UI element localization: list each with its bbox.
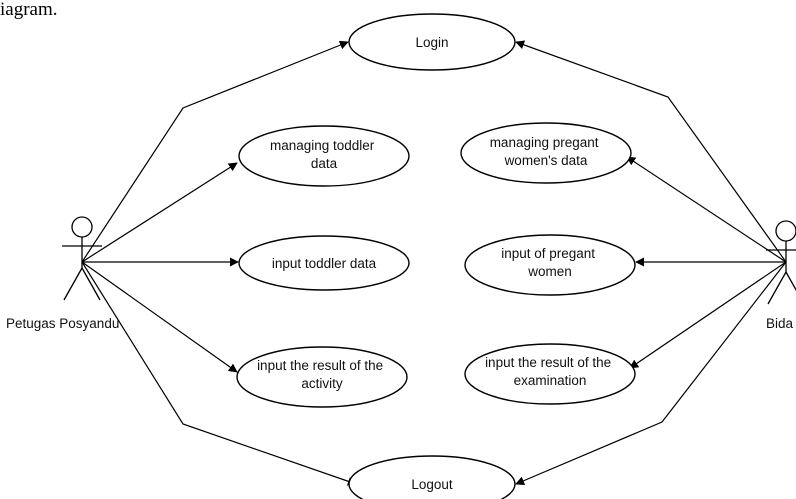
actor-right-leg xyxy=(81,267,101,301)
use-case-line: managing pregant xyxy=(490,135,599,150)
left-actor-edges xyxy=(81,40,357,486)
edge-right-logout xyxy=(515,261,787,485)
use-case-ellipse xyxy=(464,343,636,405)
use-case-label: input of pregant women xyxy=(501,246,599,279)
use-case-line: activity xyxy=(301,376,343,391)
edge-right-managing-pregnant xyxy=(626,156,787,263)
use-case-label: input the result of the examination xyxy=(485,355,615,388)
use-case-ellipse xyxy=(348,13,516,71)
use-case-line: women xyxy=(527,264,572,279)
use-case-ellipse xyxy=(236,346,408,408)
edge-left-logout xyxy=(81,261,357,486)
use-case-input-examination-result: input the result of the examination xyxy=(464,343,636,405)
actor-petugas-posyandu: Petugas Posyandu xyxy=(6,216,119,331)
actor-head xyxy=(71,216,93,238)
use-case-managing-toddler-data: managing toddler data xyxy=(238,125,410,187)
use-case-line: data xyxy=(311,156,338,171)
use-case-label: Logout xyxy=(411,477,453,492)
use-case-managing-pregnant-data: managing pregant women's data xyxy=(460,122,632,184)
use-case-line: Login xyxy=(415,35,448,50)
use-case-input-pregnant-women: input of pregant women xyxy=(464,234,636,296)
use-case-input-toddler-data: input toddler data xyxy=(238,235,410,291)
use-case-login: Login xyxy=(348,13,516,71)
use-case-line: managing toddler xyxy=(270,138,375,153)
use-case-line: input the result of the xyxy=(485,355,611,370)
edge-left-login xyxy=(81,40,349,263)
actor-label-bida: Bida xyxy=(766,316,794,331)
use-case-line: Logout xyxy=(411,477,453,492)
use-case-ellipse xyxy=(460,122,632,184)
edge-left-managing-toddler xyxy=(81,162,238,263)
use-case-input-activity-result: input the result of the activity xyxy=(236,346,408,408)
edge-right-examination xyxy=(629,261,787,369)
use-case-label: input toddler data xyxy=(272,256,377,271)
use-case-label: managing pregant women's data xyxy=(490,135,603,168)
right-actor-edges xyxy=(515,40,787,485)
actor-head xyxy=(775,220,796,242)
use-case-line: input of pregant xyxy=(501,246,595,261)
use-case-ellipse xyxy=(238,235,410,291)
use-case-line: input toddler data xyxy=(272,256,377,271)
edge-right-login xyxy=(515,40,787,263)
use-case-ellipse xyxy=(348,455,516,499)
actor-left-leg xyxy=(63,267,83,301)
actor-label-petugas: Petugas Posyandu xyxy=(6,316,119,331)
use-case-label: Login xyxy=(415,35,448,50)
use-case-line: examination xyxy=(514,373,587,388)
actor-left-leg xyxy=(767,271,787,305)
edge-left-activity xyxy=(81,261,238,373)
actor-right-leg xyxy=(785,271,796,292)
use-case-label: input the result of the activity xyxy=(257,358,387,391)
actor-bida: Bida xyxy=(766,220,796,331)
use-case-ellipse xyxy=(464,234,636,296)
use-case-logout: Logout xyxy=(348,455,516,499)
use-case-ellipse xyxy=(238,125,410,187)
use-case-line: input the result of the xyxy=(257,358,383,373)
caption-text: iagram. xyxy=(0,0,58,20)
use-case-line: women's data xyxy=(504,153,588,168)
use-case-label: managing toddler data xyxy=(270,138,378,171)
